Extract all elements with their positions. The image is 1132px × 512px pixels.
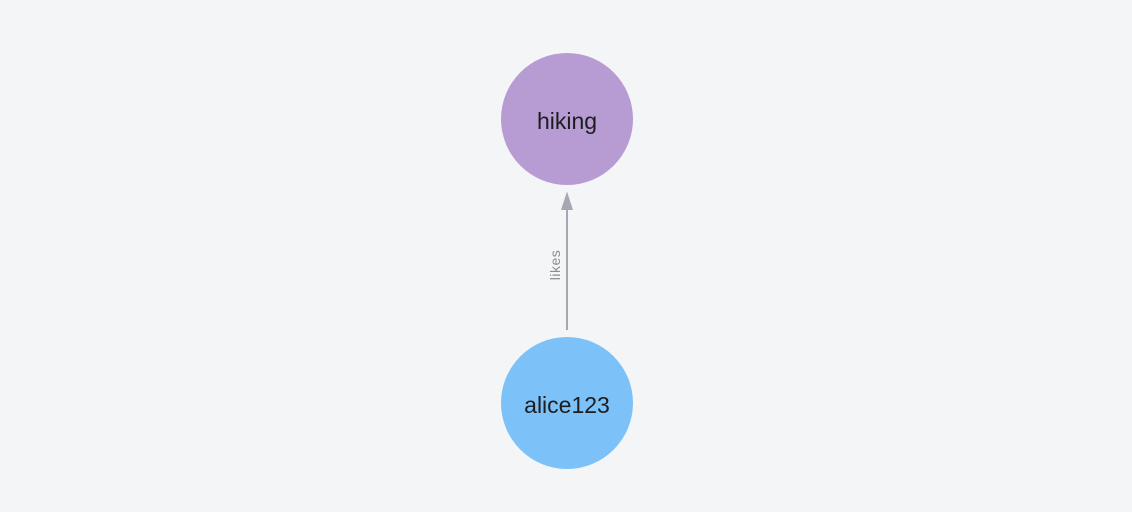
node-alice123-circle[interactable] (501, 337, 633, 469)
edge-label: likes (547, 250, 563, 281)
node-hiking-circle[interactable] (501, 53, 633, 185)
edge-likes: likes (547, 191, 573, 330)
node-hiking: hiking (501, 53, 633, 185)
arrowhead-icon (561, 191, 573, 210)
node-alice123: alice123 (501, 337, 633, 469)
